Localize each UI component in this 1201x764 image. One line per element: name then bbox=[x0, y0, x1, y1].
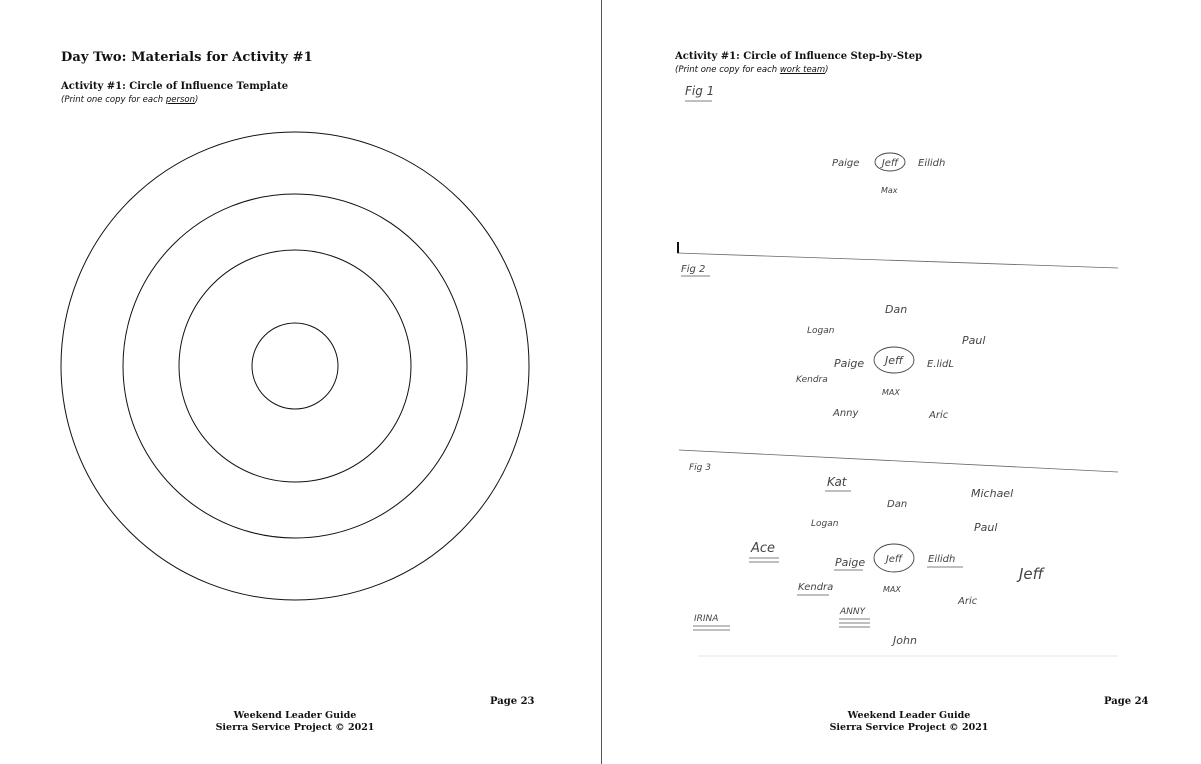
print-note: (Print one copy for each person) bbox=[61, 95, 198, 105]
page-number: Page 24 bbox=[1104, 696, 1149, 707]
print-note-link: person bbox=[165, 95, 195, 105]
fig3-name: Paul bbox=[974, 521, 997, 534]
footer-copyright: Sierra Service Project © 2021 bbox=[829, 722, 989, 733]
footer-guide-title: Weekend Leader Guide bbox=[233, 710, 357, 721]
fig2-name: Paul bbox=[962, 334, 985, 347]
print-note: (Print one copy for each work team) bbox=[675, 65, 829, 75]
fig2-name: Paige bbox=[834, 357, 864, 370]
fig-separator-2 bbox=[678, 449, 1119, 473]
fig1-name: Max bbox=[881, 186, 898, 195]
fig-separator-1 bbox=[676, 252, 1119, 269]
fig3-name: John bbox=[891, 634, 917, 647]
print-note-suffix: ) bbox=[825, 65, 829, 75]
fig3-name: Eilidh bbox=[928, 554, 955, 565]
fig1-center-circle bbox=[874, 152, 906, 172]
fig3-name: Michael bbox=[971, 487, 1013, 500]
fig3-name: MAX bbox=[883, 585, 901, 594]
page-heading: Day Two: Materials for Activity #1 bbox=[61, 50, 313, 65]
outer-ring bbox=[60, 131, 530, 601]
page-left: Day Two: Materials for Activity #1 Activ… bbox=[60, 50, 535, 734]
print-note-link: work team bbox=[779, 65, 826, 75]
fig2-label: Fig 2 bbox=[681, 264, 705, 275]
fig2-name: Aric bbox=[928, 410, 949, 421]
template-title: Activity #1: Circle of Influence Templat… bbox=[61, 81, 289, 92]
fig2-name: Anny bbox=[832, 408, 860, 419]
fig3-center-name: Jeff bbox=[884, 554, 904, 565]
inner-circle bbox=[251, 322, 339, 410]
print-note-prefix: (Print one copy for each bbox=[675, 65, 780, 75]
fig1-name: Eilidh bbox=[918, 158, 945, 169]
fig1-name: Paige bbox=[832, 158, 859, 169]
page-footer: Weekend Leader Guide Sierra Service Proj… bbox=[809, 710, 1009, 734]
fig3-name: ANNY bbox=[839, 607, 867, 617]
fig1-label: Fig 1 bbox=[685, 84, 714, 98]
handwritten-figures: Fig 1 Jeff Paige Eilidh Max Fig 2 Jeff D… bbox=[676, 84, 1119, 657]
page-right: Activity #1: Circle of Influence Step-by… bbox=[603, 0, 1201, 764]
fig3-name: Kendra bbox=[798, 582, 833, 593]
fig3-name: Jeff bbox=[1016, 565, 1046, 583]
fig2-name: Kendra bbox=[796, 375, 828, 385]
page-number: Page 23 bbox=[490, 696, 535, 707]
fig2-name: Dan bbox=[885, 303, 907, 316]
fig3-name: Logan bbox=[811, 519, 839, 529]
fig3-name: Paige bbox=[835, 556, 865, 569]
fig2-center-circle bbox=[873, 346, 915, 374]
fig3-name: Kat bbox=[827, 475, 848, 489]
page-divider bbox=[601, 0, 602, 764]
fig3-name: Dan bbox=[887, 499, 907, 510]
fig1-center-name: Jeff bbox=[880, 158, 900, 169]
fig2-name: MAX bbox=[882, 388, 900, 397]
fig2-center-name: Jeff bbox=[883, 354, 904, 367]
footer-guide-title: Weekend Leader Guide bbox=[847, 710, 971, 721]
print-note-prefix: (Print one copy for each bbox=[61, 95, 166, 105]
footer-copyright: Sierra Service Project © 2021 bbox=[215, 722, 375, 733]
print-note-suffix: ) bbox=[194, 95, 199, 105]
step-by-step-title: Activity #1: Circle of Influence Step-by… bbox=[675, 51, 923, 62]
fig3-name: Aric bbox=[957, 596, 978, 607]
fig2-name: E.lidL bbox=[927, 359, 954, 370]
fig3-name: Ace bbox=[750, 541, 775, 556]
page-footer: Weekend Leader Guide Sierra Service Proj… bbox=[195, 710, 395, 734]
fig3-center-circle bbox=[873, 543, 915, 573]
fig3-label: Fig 3 bbox=[689, 463, 711, 473]
fig2-name: Logan bbox=[807, 326, 835, 336]
circle-of-influence-diagram bbox=[60, 131, 530, 601]
fig3-name: IRINA bbox=[694, 614, 718, 624]
third-ring bbox=[122, 193, 468, 539]
second-ring bbox=[178, 249, 412, 483]
